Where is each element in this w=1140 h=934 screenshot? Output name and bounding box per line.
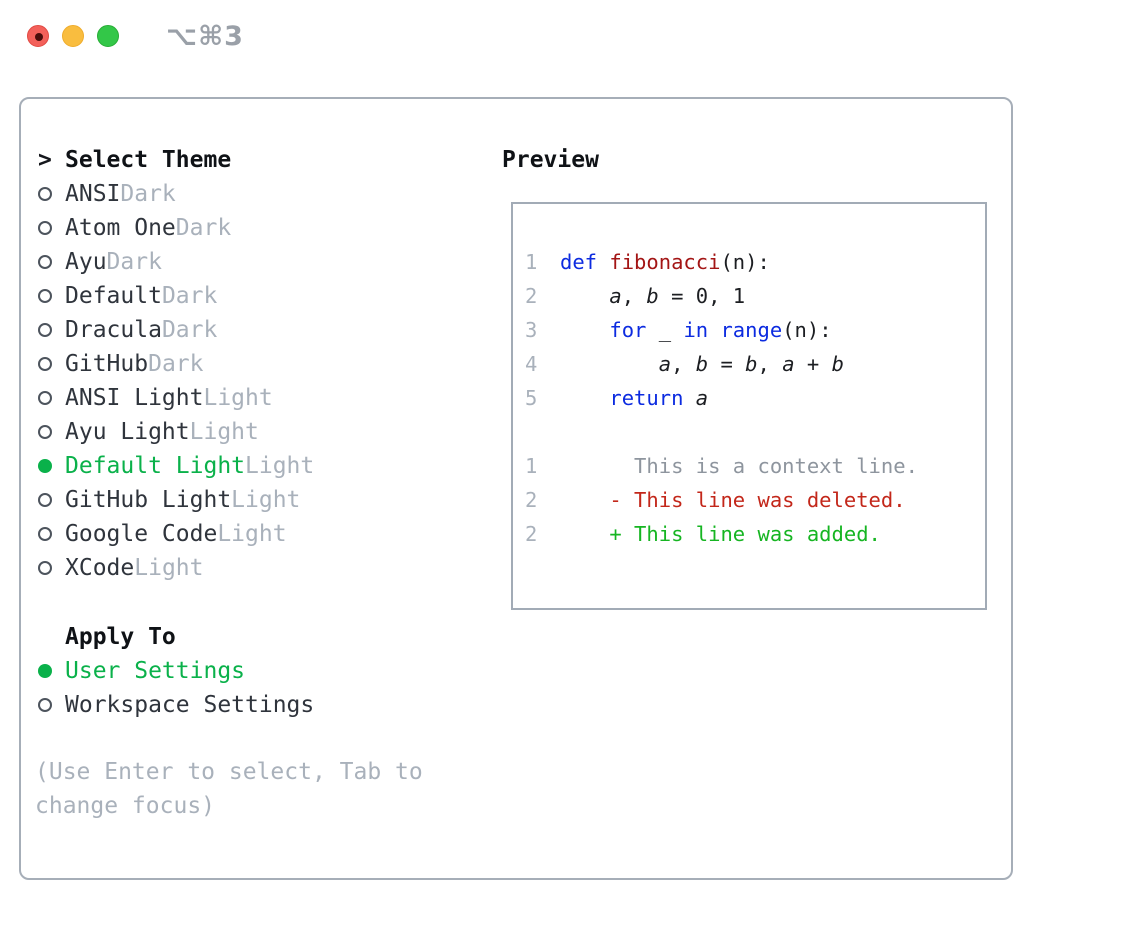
theme-name: Google Code bbox=[65, 521, 218, 547]
selected-radio-icon bbox=[38, 459, 65, 473]
theme-variant: Dark bbox=[161, 283, 218, 309]
code-line: 3 for _ in range(n): bbox=[513, 313, 985, 347]
diff-text: This is a context line. bbox=[560, 454, 918, 478]
theme-variant: Light bbox=[189, 419, 259, 445]
selected-radio-icon bbox=[38, 664, 65, 678]
theme-option-ansi[interactable]: ANSI Dark bbox=[38, 177, 314, 211]
code-line: 4 a, b = b, a + b bbox=[513, 347, 985, 381]
select-theme-header: Select Theme bbox=[65, 147, 232, 173]
theme-name: Ayu bbox=[65, 249, 107, 275]
theme-variant: Dark bbox=[120, 181, 176, 207]
minimize-button[interactable] bbox=[62, 25, 84, 47]
radio-icon bbox=[38, 561, 65, 575]
code-text: return a bbox=[609, 386, 709, 410]
record-dot-icon bbox=[35, 33, 43, 41]
theme-name: Default bbox=[65, 283, 162, 309]
apply-to-header: Apply To bbox=[65, 624, 176, 650]
theme-variant: Light bbox=[245, 453, 315, 479]
theme-name: Ayu Light bbox=[65, 419, 190, 445]
theme-option-xcode[interactable]: XCode Light bbox=[38, 551, 314, 585]
theme-option-dracula[interactable]: Dracula Dark bbox=[38, 313, 314, 347]
theme-option-ayu[interactable]: Ayu Dark bbox=[38, 245, 314, 279]
apply-option-workspace-settings[interactable]: Workspace Settings bbox=[38, 688, 314, 722]
theme-variant: Dark bbox=[175, 215, 232, 241]
diff-line-context: 1 This is a context line. bbox=[513, 449, 985, 483]
preview-spacer bbox=[513, 415, 985, 449]
theme-option-default-light[interactable]: Default Light Light bbox=[38, 449, 314, 483]
radio-icon bbox=[38, 187, 65, 201]
code-line: 5 return a bbox=[513, 381, 985, 415]
diff-preview: 1 This is a context line.2 - This line w… bbox=[513, 449, 985, 551]
theme-name: GitHub Light bbox=[65, 487, 232, 513]
line-number: 4 bbox=[525, 352, 538, 376]
theme-option-ayu-light[interactable]: Ayu Light Light bbox=[38, 415, 314, 449]
code-text: def fibonacci(n): bbox=[560, 250, 770, 274]
radio-icon bbox=[38, 289, 65, 303]
theme-name: Dracula bbox=[65, 317, 162, 343]
theme-name: Atom One bbox=[65, 215, 176, 241]
prompt-icon: > bbox=[38, 147, 52, 173]
code-line: 1 def fibonacci(n): bbox=[513, 245, 985, 279]
apply-option-label: User Settings bbox=[65, 658, 246, 684]
diff-line-deleted: 2 - This line was deleted. bbox=[513, 483, 985, 517]
theme-option-github[interactable]: GitHub Dark bbox=[38, 347, 314, 381]
line-number: 2 bbox=[525, 522, 538, 546]
theme-variant: Dark bbox=[161, 317, 218, 343]
radio-icon bbox=[38, 323, 65, 337]
keyboard-hint: (Use Enter to select, Tab to change focu… bbox=[35, 759, 423, 819]
theme-variant: Light bbox=[231, 487, 301, 513]
radio-icon bbox=[38, 698, 65, 712]
line-number: 5 bbox=[525, 386, 538, 410]
code-text: for _ in range(n): bbox=[609, 318, 832, 342]
theme-name: XCode bbox=[65, 555, 135, 581]
line-number: 1 bbox=[525, 250, 538, 274]
theme-variant: Light bbox=[203, 385, 273, 411]
theme-option-ansi-light[interactable]: ANSI Light Light bbox=[38, 381, 314, 415]
close-button[interactable] bbox=[27, 25, 49, 47]
theme-variant: Dark bbox=[148, 351, 204, 377]
line-number: 2 bbox=[525, 284, 538, 308]
code-line: 2 a, b = 0, 1 bbox=[513, 279, 985, 313]
theme-option-github-light[interactable]: GitHub Light Light bbox=[38, 483, 314, 517]
radio-icon bbox=[38, 425, 65, 439]
apply-option-label: Workspace Settings bbox=[65, 692, 315, 718]
theme-name: Default Light bbox=[65, 453, 246, 479]
radio-icon bbox=[38, 221, 65, 235]
apply-to-header-row: Apply To bbox=[38, 620, 314, 654]
window-title: ⌥⌘3 bbox=[166, 21, 244, 52]
theme-option-google-code[interactable]: Google Code Light bbox=[38, 517, 314, 551]
radio-icon bbox=[38, 357, 65, 371]
theme-name: ANSI bbox=[65, 181, 121, 207]
apply-option-user-settings[interactable]: User Settings bbox=[38, 654, 314, 688]
diff-line-added: 2 + This line was added. bbox=[513, 517, 985, 551]
theme-name: ANSI Light bbox=[65, 385, 204, 411]
radio-icon bbox=[38, 527, 65, 541]
maximize-button[interactable] bbox=[97, 25, 119, 47]
theme-variant: Dark bbox=[106, 249, 162, 275]
theme-variant: Light bbox=[217, 521, 287, 547]
select-theme-header-row: > Select Theme bbox=[38, 143, 314, 177]
diff-text: + This line was added. bbox=[560, 522, 881, 546]
code-text: a, b = 0, 1 bbox=[609, 284, 746, 308]
line-number: 3 bbox=[525, 318, 538, 342]
theme-variant: Light bbox=[134, 555, 204, 581]
line-number: 1 bbox=[525, 454, 538, 478]
preview-header: Preview bbox=[502, 147, 599, 173]
radio-icon bbox=[38, 493, 65, 507]
radio-icon bbox=[38, 255, 65, 269]
line-number: 2 bbox=[525, 488, 538, 512]
radio-icon bbox=[38, 391, 65, 405]
theme-name: GitHub bbox=[65, 351, 149, 377]
theme-option-default[interactable]: Default Dark bbox=[38, 279, 314, 313]
code-text: a, b = b, a + b bbox=[658, 352, 844, 376]
theme-option-atom-one[interactable]: Atom One Dark bbox=[38, 211, 314, 245]
diff-text: - This line was deleted. bbox=[560, 488, 906, 512]
